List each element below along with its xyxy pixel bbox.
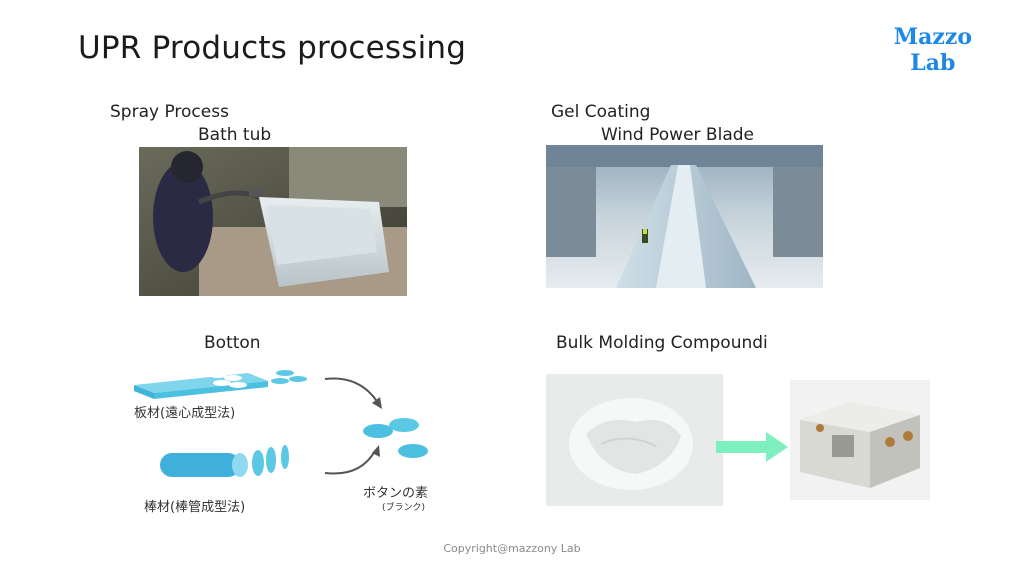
bath-tub-caption: Bath tub — [198, 125, 272, 145]
blank-sub-label: (ブランク) — [382, 503, 426, 513]
brand-logo: Mazzo Lab — [894, 24, 972, 76]
button-diagram-graphic — [134, 370, 428, 477]
gel-coating-heading: Gel Coating — [551, 102, 651, 122]
plate-label: 板材(遠心成型法) — [134, 406, 236, 421]
transform-arrow — [716, 432, 788, 462]
button-heading: Botton — [204, 333, 261, 353]
page-title: UPR Products processing — [78, 30, 467, 66]
bmc-part-photo — [790, 380, 930, 500]
bmc-heading: Bulk Molding Compoundi — [556, 333, 768, 353]
copyright-footer: Copyright@mazzony Lab — [443, 542, 581, 555]
logo-line-2: Lab — [910, 50, 956, 76]
rod-label: 棒材(棒管成型法) — [144, 500, 246, 515]
bath-tub-photo — [139, 147, 407, 296]
blank-label: ボタンの素 — [363, 486, 429, 501]
wind-power-blade-caption: Wind Power Blade — [601, 125, 754, 145]
spray-process-heading: Spray Process — [110, 102, 229, 122]
logo-line-1: Mazzo — [893, 24, 972, 50]
button-process-diagram: 板材(遠心成型法) 棒材(棒管成型法) ボタンの素 (ブランク) — [120, 355, 460, 520]
wind-blade-photo — [546, 145, 823, 288]
bmc-compound-photo — [546, 374, 723, 506]
